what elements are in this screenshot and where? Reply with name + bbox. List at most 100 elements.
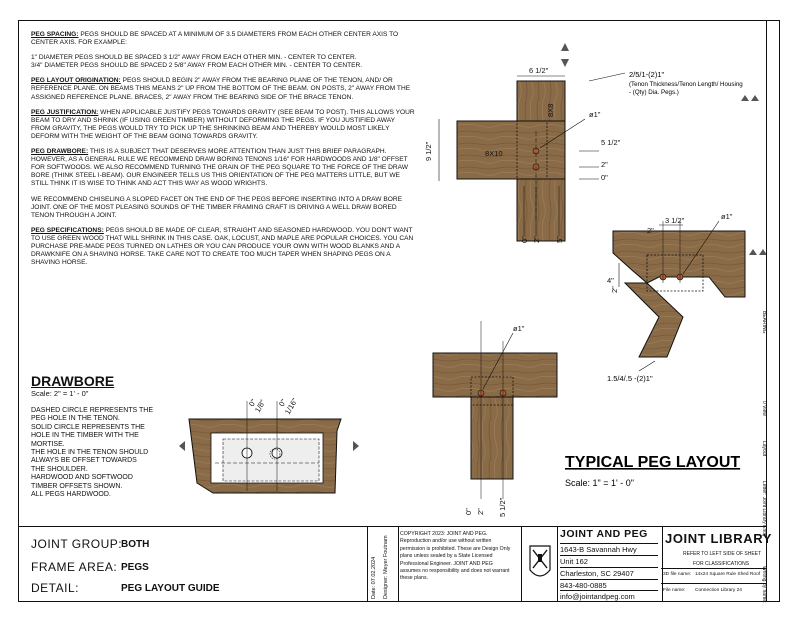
side-layout: Layout [761,441,767,457]
copyright-line: COPYRIGHT 2023: JOINT AND PEG. [400,531,488,537]
company-name: JOINT AND PEG [560,528,648,540]
drawing-sheet: PEG SPACING: PEGS SHOULD BE SPACED AT A … [18,20,781,603]
post-below [470,396,514,480]
copyright-line: assumes no responsibility and does not w… [400,568,510,575]
dim-label: 5 1/2" [498,497,507,517]
dim-label: 0" [277,397,288,408]
dim-label: ø1" [513,324,525,333]
drawbore-heading: PEG DRAWBORE: [31,148,89,156]
dim-label: 6 1/2" [529,66,549,75]
justify-heading: PEG JUSTIFICATION: [31,108,99,116]
address-line-1: 1643-B Savannah Hwy [560,543,658,554]
title-block [19,526,766,603]
desc-line: TIMBER OFFSETS SHOWN. [31,482,123,490]
dim-label: 2" [610,286,619,293]
company-logo [529,545,551,577]
desc-line: HOLE IN THE TIMBER WITH THE [31,432,139,440]
callout-line: 2/5/1-(2)1" [629,70,665,79]
file-value: Connection Library 24 [695,588,742,593]
detail-label: DETAIL: [31,581,79,595]
joint-group-value: BOTH [121,539,150,550]
desc-line: DASHED CIRCLE REPRESENTS THE [31,407,154,414]
drawings-canvas: 6 1/2" 8X8 8X10 9 1/2" ø1" 5 1/2" 2" 0" … [179,43,767,517]
dim-label: 5" [555,236,564,243]
justify-text: WHEN APPLICABLE JUSTIFY PEGS TOWARDS GRA… [31,108,415,140]
dim-label: 2" [601,160,608,169]
dim-label: 2" [532,236,541,243]
chisel-text: WE RECOMMEND CHISELING A SLOPED FACET ON… [31,195,403,219]
logo-cell [521,526,558,602]
library-title: JOINT LIBRARY [665,531,772,546]
diagram-brace [612,220,767,372]
joint-group-label: JOINT GROUP: [31,537,123,551]
desc-line: THE SHOULDER. [31,465,88,473]
divider [661,568,766,569]
spacing-example-1: 1" DIAMETER PEGS SHOULD BE SPACED 3 1/2"… [31,54,357,62]
top-beam [432,352,558,398]
dim-label: 1/8" [253,398,268,414]
company-cell [557,526,663,602]
dim-label: 4" [607,276,614,285]
peg-hole-tenon [269,448,281,460]
desc-line: THE HOLE IN THE TENON SHOULD [31,449,149,457]
side-strip [766,21,781,601]
callout-brace: 1.5/4/.5 -(2)1" [607,374,653,383]
spacing-text: PEGS SHOULD BE SPACED AT A MINIMUM OF 3.… [31,31,399,47]
copyright-line: permission is prohibited. These are Desi… [400,545,511,552]
typical-title: TYPICAL PEG LAYOUT [565,454,740,471]
desc-line: PEG HOLE IN THE TENON. [31,415,120,423]
notes-section: PEG SPACING: PEGS SHOULD BE SPACED AT A … [31,31,416,274]
dim-label: 0" [520,236,529,243]
dim-label: ø1" [589,110,601,119]
file-label: File name: [663,588,686,593]
side-view: 0 View [761,401,767,416]
copyright-line: Reproduction and/or use without written [400,538,492,545]
dim-label: 9 1/2" [424,141,433,161]
desc-line: ALWAYS BE OFFSET TOWARDS [31,457,137,465]
brace-timber [623,282,684,358]
address-line-3: Charleston, SC 29407 [560,567,658,578]
brace-beam [612,230,746,298]
dim-label: 5 1/2" [601,138,621,147]
spec-heading: PEG SPECIFICATIONS: [31,226,104,234]
dim-label: 8X8 [546,104,555,117]
spacing-example-2: 3/4" DIAMETER PEGS SHOULD BE SPACED 2 5/… [31,62,363,70]
frame-area-value: PEGS [121,562,149,573]
dim-label: 1/16" [283,396,300,416]
desc-line: HARDWOOD AND SOFTWOOD [31,474,133,482]
copyright-block: COPYRIGHT 2023: JOINT AND PEG. Reproduct… [400,531,518,583]
callout-line: (Tenon Thickness/Tenon Length/ Housing [629,81,743,88]
refer-text-2: FOR CLASSIFICATIONS [693,561,750,567]
drawbore-title: DRAWBORE [31,373,115,389]
desc-line: SOLID CIRCLE REPRESENTS THE [31,423,145,431]
copyright-line: Professional Engineer. JOINT AND PEG [400,560,493,567]
dim-label: 2" [647,226,654,235]
spacing-heading: PEG SPACING: [31,31,79,38]
detail-value: PEG LAYOUT GUIDE [121,583,220,594]
origin-heading: PEG LAYOUT ORIGINATION: [31,77,121,85]
desc-line: MORTISE. [31,440,65,448]
drawbore-text: THIS IS A SUBJECT THAT DESERVES MORE ATT… [31,148,408,188]
dim-label: 0" [247,397,258,408]
email-link[interactable]: info@jointandpeg.com [560,590,658,601]
phone: 843-480-0885 [560,579,658,590]
typical-scale: Scale: 1" = 1' - 0" [565,478,634,488]
diagram-beam-on-post [432,321,558,499]
tenon-outline [516,120,548,180]
spec-text: PEGS SHOULD BE MADE OF CLEAR, STRAIGHT A… [31,226,414,267]
origin-text: PEGS SHOULD BEGIN 2" AWAY FROM THE BEARI… [31,77,411,101]
refer-text: REFER TO LEFT SIDE OF SHEET [683,551,762,557]
dim-label: 8X10 [485,149,503,158]
dim-label: 0" [464,508,473,515]
copyright-line: plans unless sealed by a State Licensed [400,553,493,560]
diagram-drawbore [179,401,359,494]
drawbore-description: DASHED CIRCLE REPRESENTS THE PEG HOLE IN… [31,407,191,499]
frame-area-label: FRAME AREA: [31,560,118,574]
side-bearing: BEARING [761,311,767,334]
file-name-label: 3D file name: [663,572,692,577]
copyright-line: these plans. [400,575,428,582]
file-name-value: 14x24 Square Rule Shed Roof [695,572,761,577]
date-text: Date: 07.02.2024 [371,556,377,599]
drawbore-scale: Scale: 2" = 1' - 0" [31,389,89,398]
divider [661,583,766,584]
